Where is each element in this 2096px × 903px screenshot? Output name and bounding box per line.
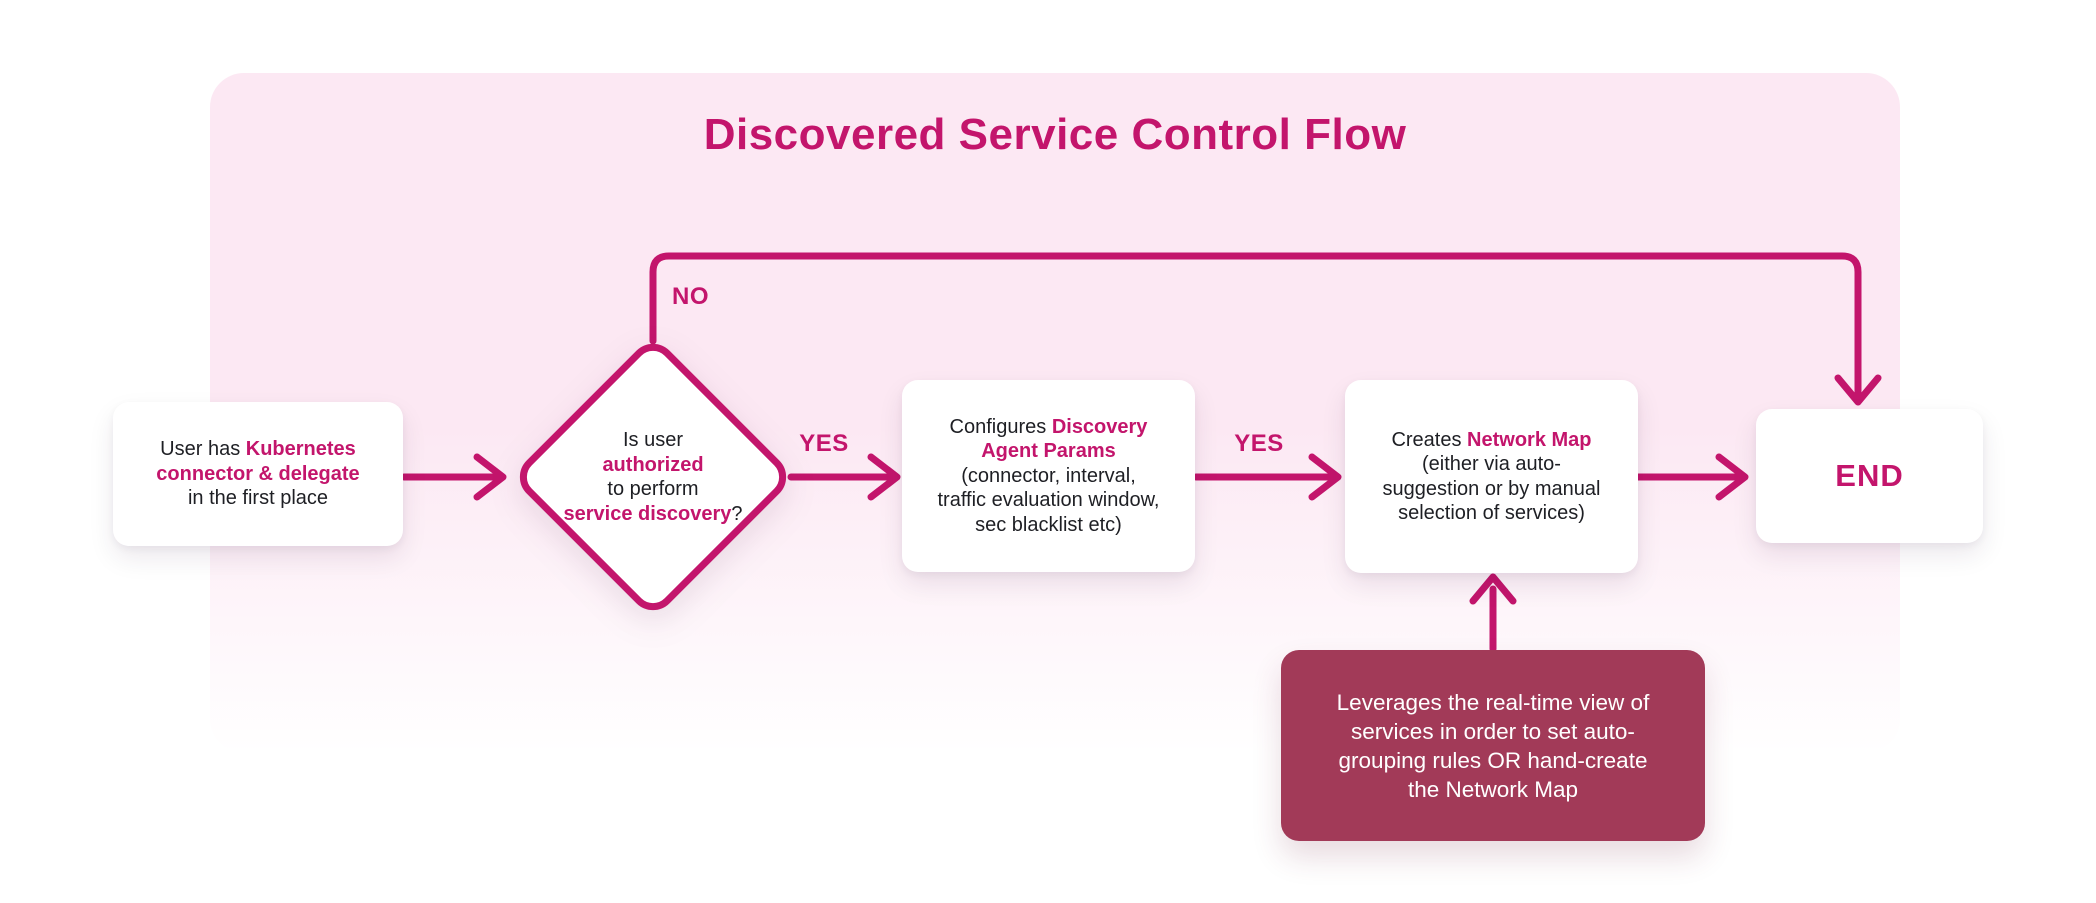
decision-node: Is user authorized to perform service di… <box>523 347 783 607</box>
annotation-note: Leverages the real-time view of services… <box>1281 650 1705 841</box>
end-node-label: END <box>1835 457 1904 493</box>
start-node-text: User has Kubernetes connector & delegate… <box>156 438 360 510</box>
configure-params-text: Configures Discovery Agent Params (conne… <box>937 415 1160 536</box>
annotation-text: Leverages the real-time view of services… <box>1336 689 1650 802</box>
decision-node-text: Is user authorized to perform service di… <box>563 429 743 525</box>
diagram-title: Discovered Service Control Flow <box>703 110 1407 159</box>
decision-diamond-shape <box>519 343 787 611</box>
create-network-map-text: Creates Network Map (either via auto- su… <box>1382 428 1601 524</box>
create-network-map-node: Creates Network Map (either via auto- su… <box>1345 380 1638 573</box>
configure-params-node: Configures Discovery Agent Params (conne… <box>902 380 1195 572</box>
no-edge-label: NO <box>672 283 709 310</box>
yes-edge-label-2: YES <box>1234 430 1284 457</box>
yes-edge-label-1: YES <box>799 430 849 457</box>
start-node: User has Kubernetes connector & delegate… <box>113 402 403 546</box>
end-node: END <box>1756 409 1983 543</box>
